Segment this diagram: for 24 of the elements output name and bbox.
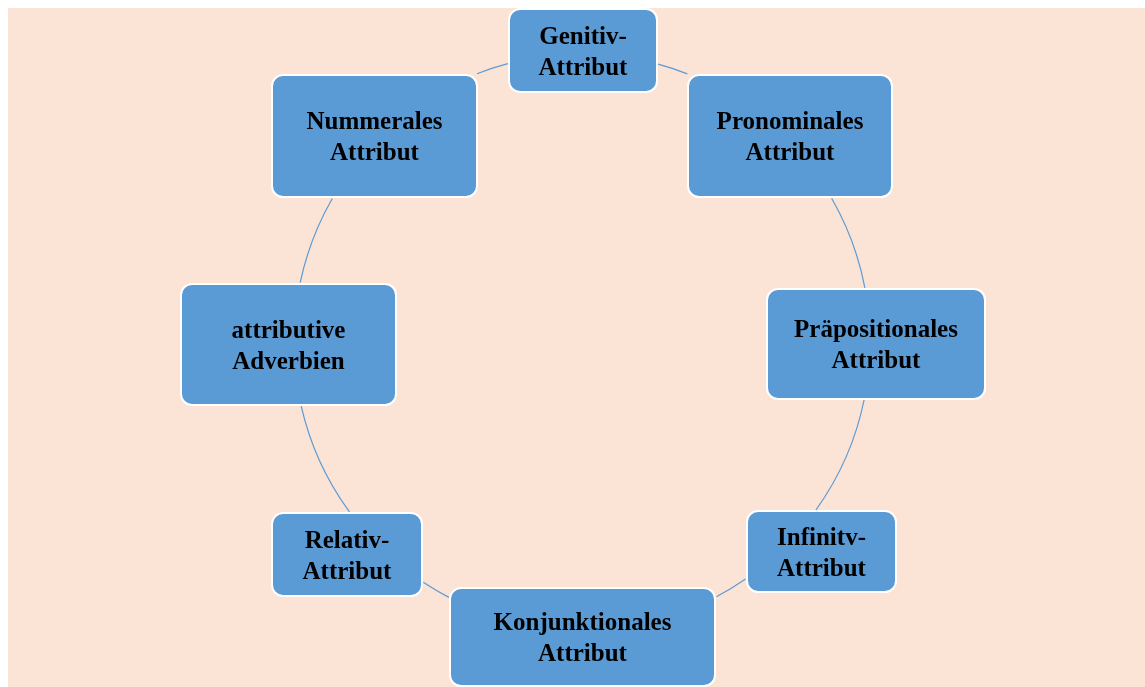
node-label: Konjunktionales Attribut [493,608,672,666]
node-label: attributive Adverbien [231,315,346,374]
rounded-box [746,510,897,593]
node-label: Infinitv- Attribut [777,522,866,581]
rounded-box [271,74,478,198]
connector-arc [476,63,509,75]
rounded-box [180,283,397,406]
rounded-box [687,74,893,198]
connector-arc [422,581,450,598]
connector-arc [715,578,747,598]
rounded-box [508,8,658,93]
node-label: Pronominales Attribut [716,107,864,165]
rounded-box [271,512,423,597]
rounded-box [449,587,716,687]
node-label: Nummerales Attribut [306,107,443,165]
node-label: Relativ- Attribut [302,525,392,584]
rounded-box [766,288,986,400]
node-label: Präpositionales Attribut [794,315,958,373]
connector-arc [657,63,688,75]
connector-arc [300,405,351,513]
node-label: Genitiv- Attribut [538,21,628,80]
connector-arc [815,399,865,511]
connector-arc [831,197,866,289]
connector-arc [299,197,333,284]
